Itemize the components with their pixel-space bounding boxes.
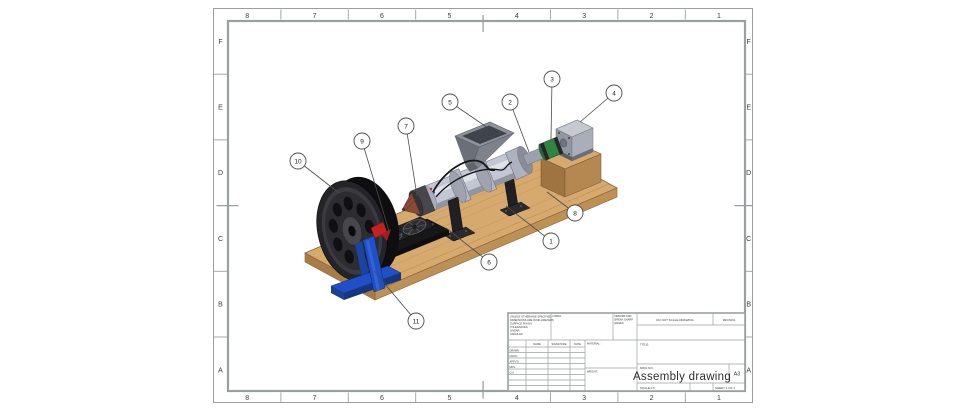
tolerance-note-line: TOLERANCES: bbox=[510, 325, 529, 329]
balloon-8[interactable]: 8 bbox=[546, 191, 584, 222]
sheet-label: SHEET 1 OF 1 bbox=[715, 386, 735, 390]
zone-top-7: 7 bbox=[313, 13, 317, 20]
finish-label: FINISH: bbox=[553, 314, 563, 318]
spool-stand[interactable] bbox=[330, 221, 402, 300]
deburr-note-line: DEBURR AND bbox=[615, 314, 632, 318]
svg-text:9: 9 bbox=[360, 138, 364, 145]
revision-label: REVISION bbox=[723, 318, 736, 322]
zone-top-8: 8 bbox=[245, 13, 249, 20]
balloon-1[interactable]: 1 bbox=[505, 205, 560, 250]
zone-top-3: 3 bbox=[582, 13, 586, 20]
svg-text:3: 3 bbox=[550, 76, 554, 83]
zone-left-B: B bbox=[218, 302, 223, 309]
zone-bottom-4: 4 bbox=[515, 395, 519, 402]
zone-bottom-2: 2 bbox=[650, 395, 654, 402]
sig-col-date: DATE bbox=[574, 342, 581, 346]
tolerance-note-line: DIMENSIONS ARE IN MILLIMETERS bbox=[510, 318, 554, 322]
zone-right-A: A bbox=[746, 367, 751, 374]
sig-row-appvd: APPV'D bbox=[510, 360, 519, 364]
zone-bottom-1: 1 bbox=[717, 395, 721, 402]
material-label: MATERIAL: bbox=[587, 342, 601, 346]
balloon-7[interactable]: 7 bbox=[397, 117, 418, 197]
balloon-6[interactable]: 6 bbox=[445, 227, 498, 271]
zone-top-6: 6 bbox=[380, 13, 384, 20]
sig-col-name: NAME bbox=[533, 342, 541, 346]
dwg-no-label: DWG NO. bbox=[640, 366, 654, 370]
tolerance-note-line: LINEAR: bbox=[510, 329, 520, 333]
heater-wires[interactable] bbox=[432, 159, 513, 198]
zone-left-F: F bbox=[218, 39, 222, 46]
zone-bottom-5: 5 bbox=[447, 395, 451, 402]
zone-left-A: A bbox=[218, 367, 223, 374]
drawing-title: Assembly drawing bbox=[633, 371, 731, 383]
balloon-9[interactable]: 9 bbox=[353, 132, 390, 232]
spool-clamp bbox=[370, 221, 391, 241]
deburr-note-line: BREAK SHARP bbox=[615, 318, 634, 322]
zone-top-1: 1 bbox=[717, 13, 721, 20]
zone-bottom-7: 7 bbox=[313, 395, 317, 402]
sig-row-mfg: MFG bbox=[510, 365, 516, 369]
balloon-2[interactable]: 2 bbox=[501, 93, 530, 153]
zone-right-F: F bbox=[747, 39, 751, 46]
tolerance-note-line: UNLESS OTHERWISE SPECIFIED: bbox=[510, 315, 552, 319]
balloon-5[interactable]: 5 bbox=[441, 93, 489, 129]
svg-text:2: 2 bbox=[508, 99, 512, 106]
svg-text:11: 11 bbox=[413, 318, 420, 325]
zone-left-D: D bbox=[218, 170, 223, 177]
title-block: UNLESS OTHERWISE SPECIFIED: DIMENSIONS A… bbox=[507, 312, 746, 392]
svg-text:8: 8 bbox=[573, 210, 577, 217]
tolerance-note-line: ANGULAR: bbox=[510, 332, 524, 336]
tolerance-note-line: SURFACE FINISH: bbox=[510, 322, 532, 326]
svg-text:10: 10 bbox=[294, 158, 302, 165]
svg-text:1: 1 bbox=[549, 238, 553, 245]
sig-row-drawn: DRAWN bbox=[510, 349, 520, 353]
zone-top-2: 2 bbox=[650, 13, 654, 20]
zone-right-B: B bbox=[746, 302, 751, 309]
title-label: TITLE: bbox=[640, 343, 649, 347]
barrel-support-front[interactable] bbox=[443, 196, 476, 242]
zone-top-4: 4 bbox=[515, 13, 519, 20]
zone-right-E: E bbox=[746, 105, 751, 112]
sig-row-chkd: CHK'D bbox=[510, 354, 518, 358]
sig-col-signature: SIGNATURE bbox=[552, 342, 567, 346]
zone-right-D: D bbox=[746, 170, 751, 177]
svg-text:4: 4 bbox=[612, 90, 616, 97]
scale-label: SCALE:1:5 bbox=[640, 386, 655, 390]
zone-top-5: 5 bbox=[447, 13, 451, 20]
zone-right-C: C bbox=[746, 236, 751, 243]
balloon-callouts: 1 2 3 4 5 6 7 8 9 10 11 bbox=[289, 70, 623, 330]
svg-text:7: 7 bbox=[404, 123, 408, 130]
svg-text:5: 5 bbox=[448, 99, 452, 106]
zone-bottom-8: 8 bbox=[245, 395, 249, 402]
balloon-3[interactable]: 3 bbox=[543, 70, 561, 141]
zone-bottom-6: 6 bbox=[380, 395, 384, 402]
weight-label: WEIGHT: bbox=[587, 370, 598, 374]
balloon-11[interactable]: 11 bbox=[373, 270, 425, 330]
zone-left-C: C bbox=[218, 236, 223, 243]
deburr-note-line: EDGES bbox=[615, 321, 624, 325]
zone-bottom-3: 3 bbox=[582, 395, 586, 402]
balloon-4[interactable]: 4 bbox=[579, 84, 623, 123]
zone-left-E: E bbox=[218, 105, 223, 112]
balloon-10[interactable]: 10 bbox=[289, 152, 340, 194]
stepper-motor[interactable] bbox=[555, 119, 594, 162]
paper-size: A3 bbox=[734, 372, 741, 378]
do-not-scale-note: DO NOT SCALE DRAWING bbox=[656, 318, 694, 322]
nozzle[interactable] bbox=[401, 191, 421, 215]
assembly-view[interactable] bbox=[304, 119, 618, 301]
sig-row-qa: Q.A bbox=[510, 371, 515, 375]
svg-text:6: 6 bbox=[487, 259, 491, 266]
